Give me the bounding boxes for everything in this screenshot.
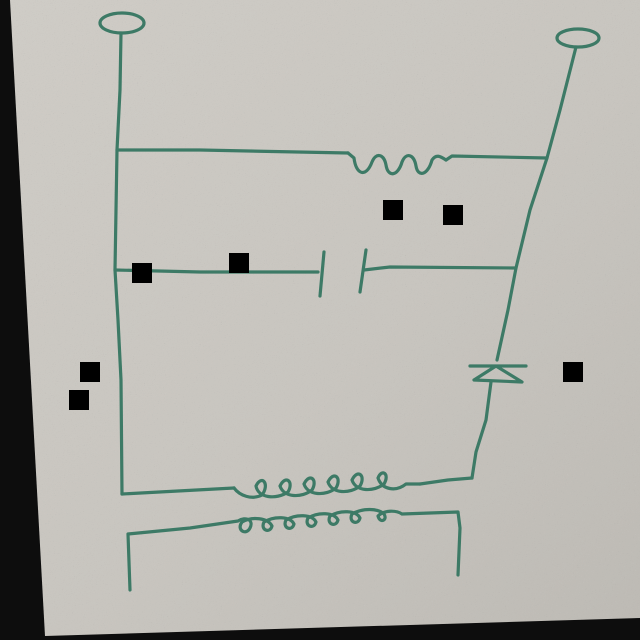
resistor-top — [346, 151, 448, 176]
wire-top-right — [444, 154, 549, 162]
mask-square — [443, 205, 463, 225]
mask-square — [229, 253, 249, 273]
wire-bottom-right — [418, 476, 474, 486]
wire-bottom-left — [120, 486, 236, 496]
capacitor-plate-left — [318, 250, 326, 298]
wire-right-vertical — [495, 45, 578, 362]
mask-square — [563, 362, 583, 382]
wire-top-left — [115, 148, 350, 155]
mask-square — [69, 390, 89, 410]
mask-square — [383, 200, 403, 220]
transformer-secondary — [126, 507, 462, 592]
terminal-right — [555, 27, 601, 49]
paper-grain — [10, 0, 640, 636]
wire-mid-right — [362, 265, 518, 272]
wire-right-lower — [470, 380, 493, 480]
mask-square — [132, 263, 152, 283]
mask-square — [80, 362, 100, 382]
diode-right — [468, 364, 528, 384]
transformer-primary — [232, 471, 422, 499]
